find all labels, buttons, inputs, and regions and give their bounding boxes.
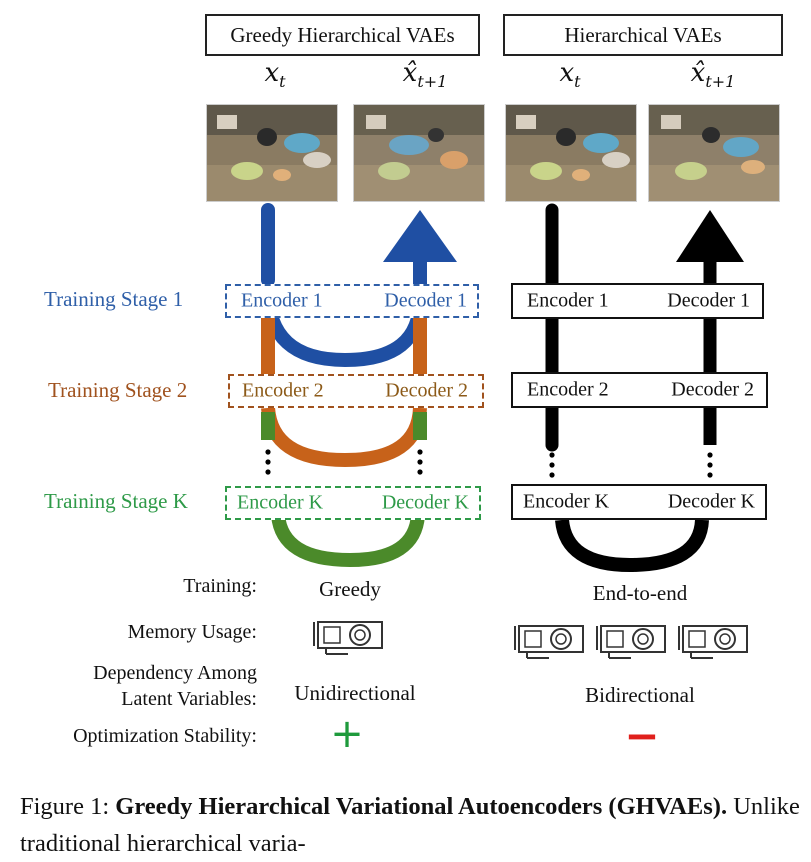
caption-bold: Greedy Hierarchical Variational Autoenco… [115,793,728,820]
greedy-decoder-k: Decoder K [381,491,469,514]
stage-label-k: Training Stage K [44,489,188,513]
figure-caption: Figure 1: Greedy Hierarchical Variationa… [20,788,800,862]
hier-stage1-box: Encoder 1 Decoder 1 [511,283,764,319]
stage1-arc [261,289,427,368]
greedy-stage1-box: Encoder 1 Decoder 1 [225,284,479,318]
stageK-arc [271,513,425,568]
stage-label-2: Training Stage 2 [48,378,188,402]
frame-xt-hier [505,104,637,202]
hier-encoder-k: Encoder K [523,490,610,513]
var-xt-right: xt [559,58,581,92]
greedy-vaes-header: Greedy Hierarchical VAEs [205,14,480,56]
stage1-arrow-head [383,210,457,262]
hier-arc [555,518,709,573]
dependency-label-line1: Dependency Among [93,662,257,684]
gpu-icon-hier-3 [678,625,748,659]
greedy-encoder-2: Encoder 2 [242,379,324,402]
frame-xhat-hier [648,104,780,202]
training-greedy-value: Greedy [319,577,381,601]
greedy-encoder-1: Encoder 1 [241,289,323,312]
frame-xt-greedy [206,104,338,202]
greedy-stagek-box: Encoder K Decoder K [225,486,481,520]
training-hier-value: End-to-end [592,581,688,605]
memory-usage-label: Memory Usage: [127,621,257,643]
frame-xhat-greedy [353,104,485,202]
stage-label-1: Training Stage 1 [44,287,184,311]
caption-prefix: Figure 1: [20,793,116,820]
hier-stage2-box: Encoder 2 Decoder 2 [511,372,768,408]
caption-rest: Unlike traditional hierarchical varia- [20,793,800,857]
greedy-stage2-box: Encoder 2 Decoder 2 [228,374,484,408]
dependency-greedy-value: Unidirectional [294,681,416,705]
var-xt-left: xt [264,58,286,92]
hier-decoder-2: Decoder 2 [671,378,754,401]
hier-arrow-head [676,210,744,262]
hier-decoder-k: Decoder K [667,490,755,513]
greedy-decoder-1: Decoder 1 [384,289,467,312]
stage2-arc [261,407,427,468]
gpu-icon-hier-1 [514,625,584,659]
hier-decoder-1: Decoder 1 [667,289,750,312]
var-xhat-right: x̂t+1 [690,58,736,92]
dependency-hier-value: Bidirectional [585,683,695,707]
hierarchical-vaes-header: Hierarchical VAEs [503,14,783,56]
stability-hier-minus: − [624,711,660,760]
gpu-icons [313,621,748,659]
greedy-encoder-k: Encoder K [237,491,324,514]
hier-stagek-box: Encoder K Decoder K [511,484,767,520]
var-xhat-left: x̂t+1 [402,58,448,92]
gpu-icon-hier-2 [596,625,666,659]
stability-label: Optimization Stability: [73,725,257,747]
training-label: Training: [183,575,257,597]
greedy-decoder-2: Decoder 2 [385,379,468,402]
hier-encoder-1: Encoder 1 [527,289,609,312]
hier-encoder-2: Encoder 2 [527,378,609,401]
dependency-label-line2: Latent Variables: [121,688,257,710]
stability-greedy-plus: + [330,711,364,757]
gpu-icon-greedy [313,621,383,655]
